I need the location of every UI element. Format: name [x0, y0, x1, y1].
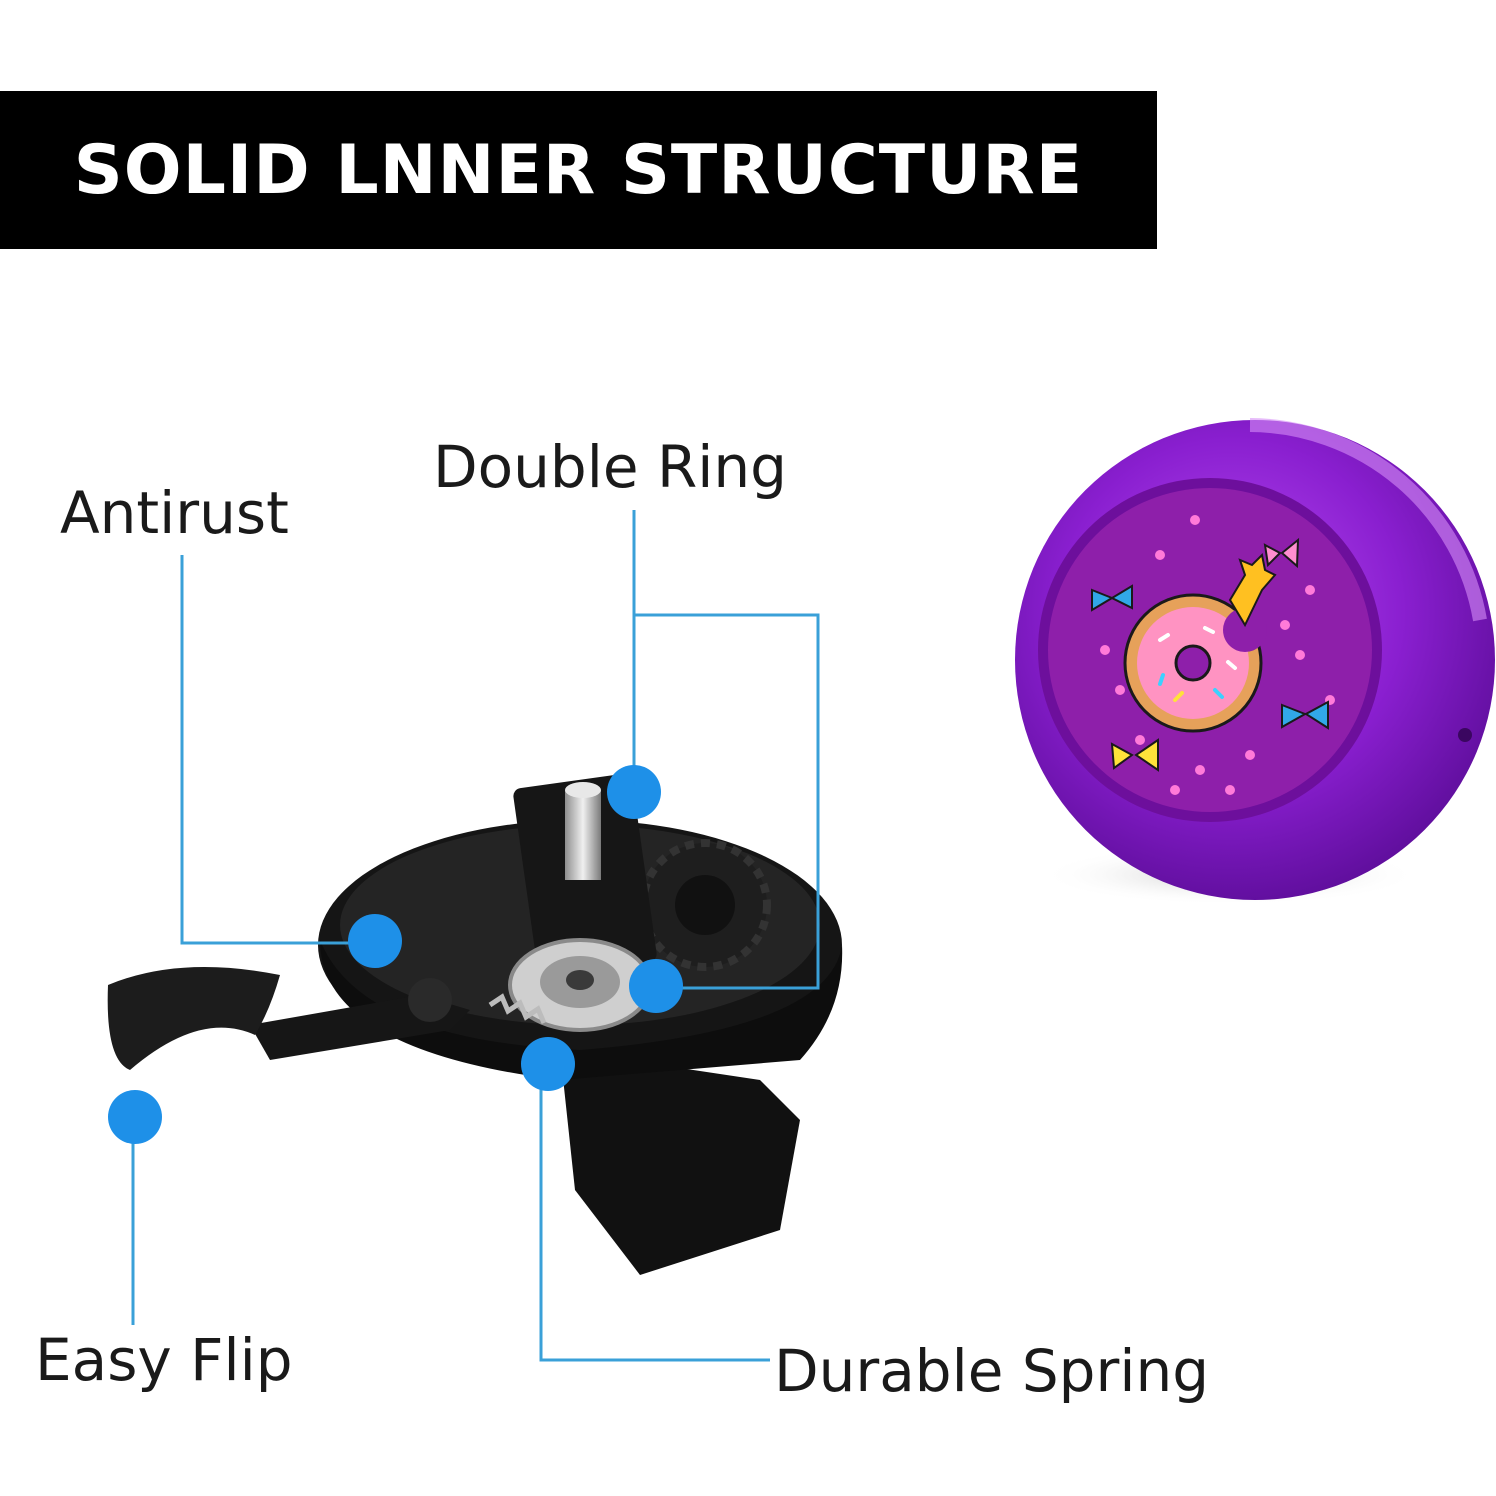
banner-title: SOLID LNNER STRUCTURE [73, 130, 1084, 210]
purple-bell [1015, 418, 1495, 905]
bow-blue-right [1281, 700, 1329, 730]
label-antirust: Antirust [60, 479, 289, 547]
shaft [565, 790, 601, 880]
callout-dot-antirust [348, 914, 402, 968]
leader-antirust [180, 555, 378, 945]
flip-tab [107, 967, 280, 1070]
callout-dot-double-ring [607, 765, 661, 819]
bow-yellow [1110, 738, 1159, 772]
leader-double-ring-bracket [634, 613, 820, 990]
callout-dots [108, 765, 683, 1144]
title-banner: SOLID LNNER STRUCTURE [0, 91, 1157, 249]
bell-screw-hole [1458, 728, 1472, 742]
leader-durable-spring [539, 1068, 770, 1362]
callout-dot-easy-flip [108, 1090, 162, 1144]
callout-dot-durable-spring [521, 1037, 575, 1091]
donut-icon [1123, 552, 1277, 733]
pivot [408, 978, 452, 1022]
bow-blue-left [1091, 584, 1133, 612]
label-durable-spring: Durable Spring [774, 1337, 1210, 1405]
sprinkle-dots [1095, 515, 1335, 795]
spring [488, 993, 547, 1024]
bow-pink-top [1263, 537, 1300, 569]
mechanism-base [560, 1050, 800, 1275]
label-easy-flip: Easy Flip [35, 1326, 293, 1394]
callout-dot-double-ring-lower [629, 959, 683, 1013]
label-double-ring: Double Ring [433, 433, 787, 501]
bell-mechanism [107, 773, 843, 1275]
leader-lines [131, 510, 820, 1362]
